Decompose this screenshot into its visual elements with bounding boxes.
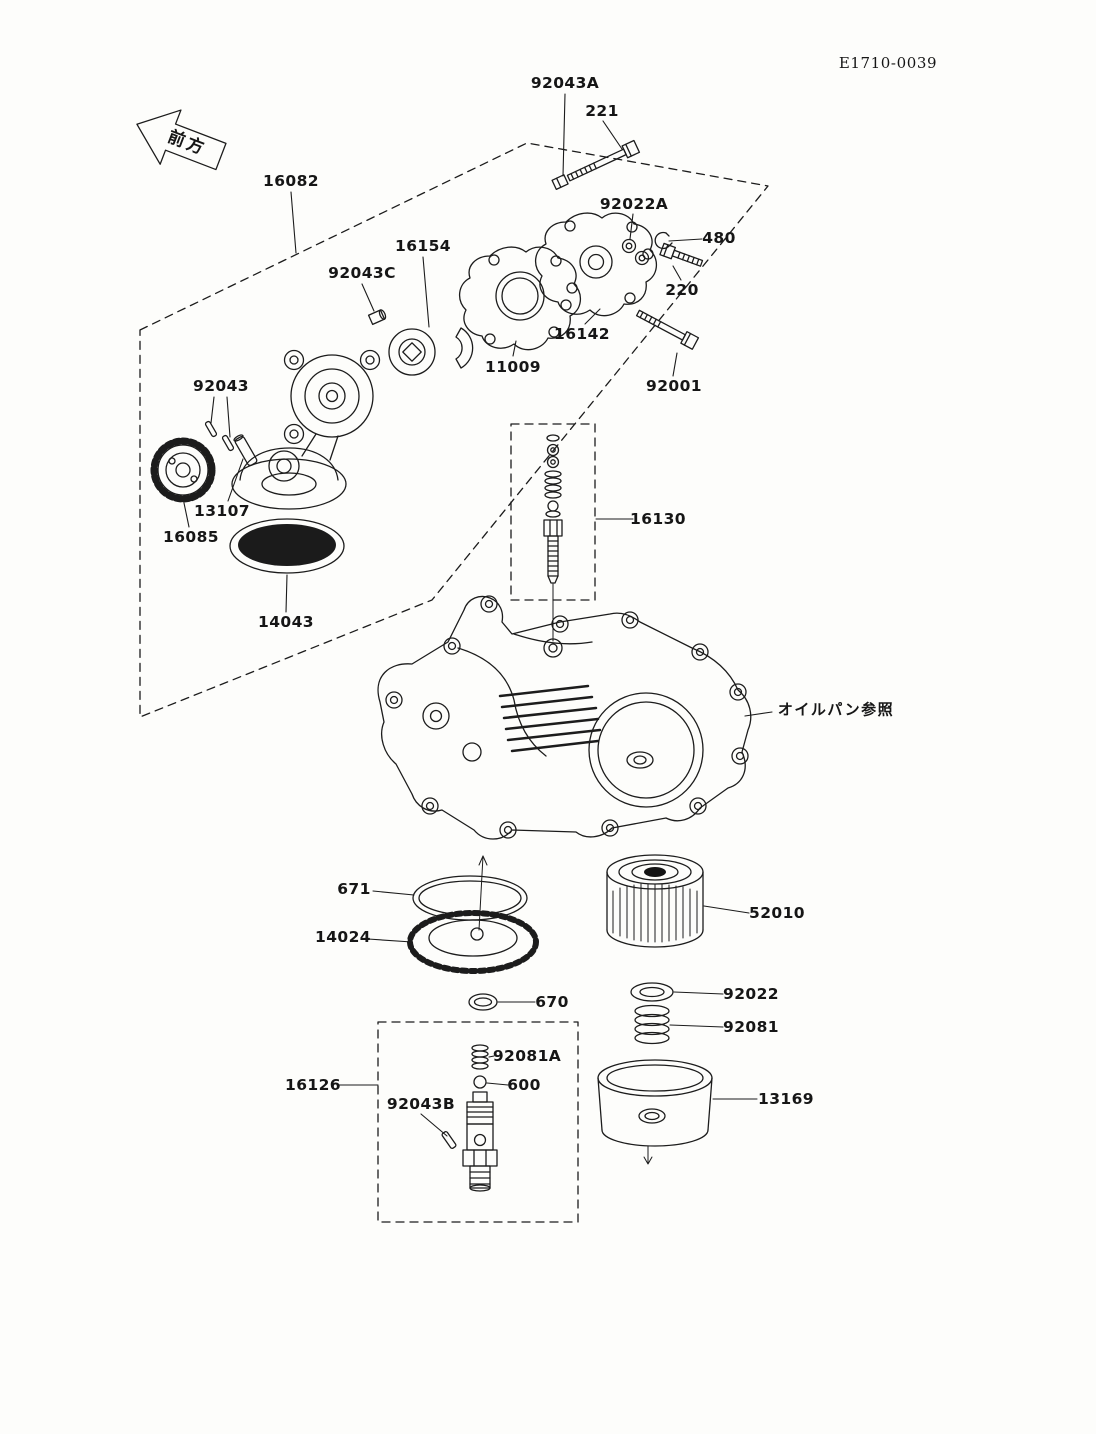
part-label-16142: 16142 xyxy=(554,325,610,343)
part-label-92081A: 92081A xyxy=(492,1047,562,1065)
pins-92043 xyxy=(204,420,235,452)
part-label-13169: 13169 xyxy=(758,1090,814,1108)
part-label-480: 480 xyxy=(702,229,736,247)
assembly-plane-outline xyxy=(139,142,769,718)
bolt-220 xyxy=(659,242,704,267)
part-label-16082: 16082 xyxy=(263,172,319,190)
part-label-52010: 52010 xyxy=(749,904,805,922)
part-label-92043A: 92043A xyxy=(530,74,600,92)
washer-92022 xyxy=(630,982,674,1002)
spring-92081 xyxy=(634,1004,670,1045)
part-label-92022A: 92022A xyxy=(599,195,669,213)
part-label-92001: 92001 xyxy=(646,377,702,395)
part-label-220: 220 xyxy=(665,281,699,299)
document-code: E1710-0039 xyxy=(838,54,938,72)
oil-pan-reference-label: オイルパン参照 xyxy=(777,700,895,719)
part-label-92081: 92081 xyxy=(723,1018,779,1036)
part-label-11009: 11009 xyxy=(485,358,541,376)
part-label-92043: 92043 xyxy=(193,377,249,395)
relief-valve-16130 xyxy=(510,423,596,642)
part-label-14024: 14024 xyxy=(315,928,371,946)
sprocket-16085 xyxy=(150,437,216,503)
bypass-valve-16126 xyxy=(377,1021,579,1223)
oil-filter-element-52010 xyxy=(606,854,704,948)
part-label-670: 670 xyxy=(535,993,569,1011)
bolt-92001 xyxy=(635,309,700,350)
part-label-16126: 16126 xyxy=(285,1076,341,1094)
pin-92043C xyxy=(367,309,387,326)
oil-pan xyxy=(377,595,752,840)
screen-14043 xyxy=(229,518,345,574)
oil-pump-cover-16142 xyxy=(535,212,657,317)
part-label-92043C: 92043C xyxy=(328,264,396,282)
part-label-600: 600 xyxy=(507,1076,541,1094)
part-label-14043: 14043 xyxy=(258,613,314,631)
part-label-13107: 13107 xyxy=(194,502,250,520)
part-label-671: 671 xyxy=(337,880,371,898)
pump-gasket-11009 xyxy=(458,246,582,351)
part-label-16130: 16130 xyxy=(630,510,686,528)
bolt-221-with-collar-92043A xyxy=(551,139,641,191)
part-label-92022: 92022 xyxy=(723,985,779,1003)
filter-cup-13169 xyxy=(597,1059,713,1165)
o-ring-670 xyxy=(468,993,498,1011)
part-label-16085: 16085 xyxy=(163,528,219,546)
washers-92022A xyxy=(621,238,650,266)
oil-pump-body-16154 xyxy=(231,327,474,510)
part-label-16154: 16154 xyxy=(395,237,451,255)
shaft-13107 xyxy=(233,434,258,467)
leader-lines xyxy=(183,93,773,1137)
part-label-92043B: 92043B xyxy=(386,1095,456,1113)
front-direction-arrow xyxy=(136,109,227,171)
part-label-221: 221 xyxy=(585,102,619,120)
